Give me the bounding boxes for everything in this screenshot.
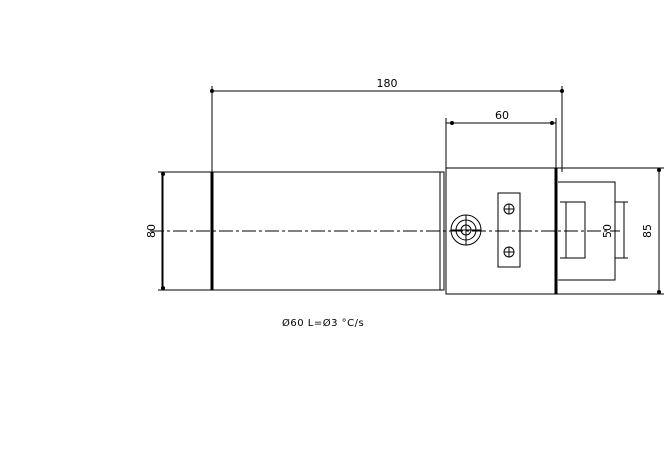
mounting-plate <box>497 192 521 268</box>
overall-length-label: 180 <box>377 77 398 90</box>
dimension-nose-diameter <box>615 201 628 259</box>
drawing-caption: Ø60 L=Ø3 °C/s <box>282 318 365 329</box>
head-height-label: 85 <box>641 224 654 238</box>
connector-plug <box>450 214 482 246</box>
head-housing <box>445 167 558 295</box>
dimension-head-length <box>445 118 557 168</box>
nose-diameter-label: 50 <box>601 224 614 238</box>
body-diameter-label: 80 <box>145 224 158 238</box>
dimension-body-diameter <box>158 171 212 291</box>
head-length-label: 60 <box>495 109 509 122</box>
dimension-head-height <box>556 167 664 295</box>
dimension-overall-length <box>210 86 564 172</box>
